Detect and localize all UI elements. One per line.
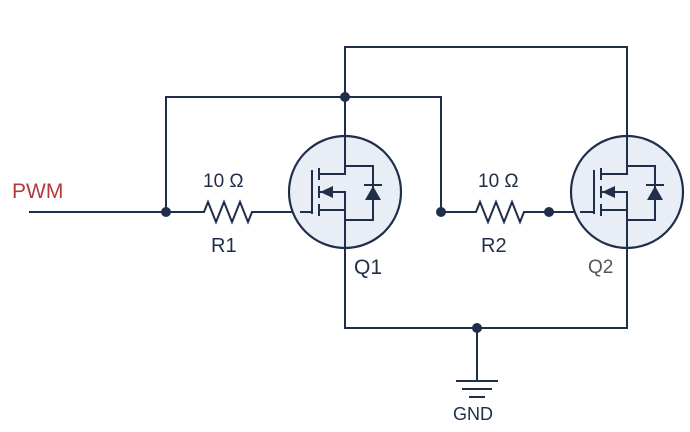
junction-pwm bbox=[161, 207, 171, 217]
r2-value-label: 10 Ω bbox=[478, 171, 519, 192]
junction-ground bbox=[472, 323, 482, 333]
resistor-r2 bbox=[469, 199, 531, 225]
mosfet-q1 bbox=[287, 134, 403, 250]
r1-name-label: R1 bbox=[211, 235, 237, 257]
mosfet-q2 bbox=[569, 134, 685, 250]
junction-r2-right bbox=[544, 207, 554, 217]
ground-symbol bbox=[456, 380, 498, 398]
gnd-label: GND bbox=[453, 404, 493, 424]
junctions bbox=[161, 92, 554, 333]
junction-r2-left bbox=[436, 207, 446, 217]
r2-name-label: R2 bbox=[481, 235, 507, 257]
r1-value-label: 10 Ω bbox=[203, 171, 244, 192]
gate-bus-wire bbox=[165, 96, 442, 213]
junction-top bbox=[340, 92, 350, 102]
resistor-r2-symbol bbox=[469, 199, 531, 225]
q2-label: Q2 bbox=[588, 257, 613, 278]
resistor-r1 bbox=[197, 199, 259, 225]
resistor-r1-symbol bbox=[197, 199, 259, 225]
pwm-label: PWM bbox=[12, 180, 63, 203]
q1-label: Q1 bbox=[354, 256, 382, 279]
drain-rail-wire bbox=[344, 46, 628, 138]
source-rail-wire bbox=[344, 246, 628, 329]
